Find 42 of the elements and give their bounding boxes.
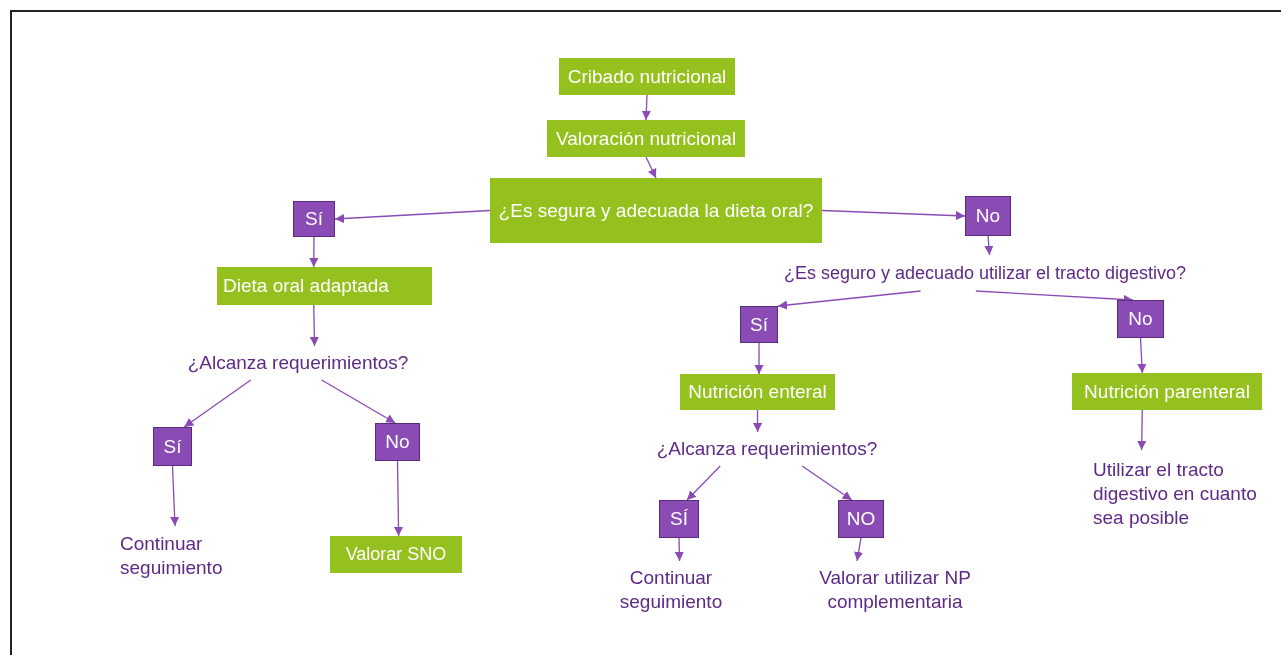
process-box: ¿Es segura y adecuada la dieta oral? — [490, 178, 822, 243]
answer-box: No — [965, 196, 1011, 236]
process-box: Nutrición parenteral — [1072, 373, 1262, 410]
arrow — [393, 460, 404, 537]
arrow — [645, 156, 657, 179]
process-box: Cribado nutricional — [559, 58, 735, 95]
arrow — [309, 236, 319, 268]
arrow — [1137, 409, 1147, 451]
arrow — [320, 379, 396, 424]
arrow — [984, 235, 994, 256]
question-text: Utilizar el tracto digestivo en cuanto sea posible — [1093, 450, 1273, 538]
arrow — [674, 537, 684, 562]
process-box: Nutrición enteral — [680, 374, 835, 410]
arrow — [754, 342, 764, 375]
arrow — [183, 379, 252, 428]
arrow — [854, 537, 864, 562]
arrow — [641, 94, 651, 121]
question-text: Continuar seguimiento — [120, 526, 230, 586]
arrow — [309, 304, 319, 347]
answer-box: SÍ — [659, 500, 699, 538]
arrow — [777, 290, 922, 310]
answer-box: No — [1117, 300, 1164, 338]
answer-box: No — [375, 423, 420, 461]
answer-box: Sí — [293, 201, 335, 237]
question-text: Continuar seguimiento — [610, 561, 732, 619]
process-box: Valorar SNO — [330, 536, 462, 573]
arrow — [821, 209, 966, 221]
arrow — [801, 465, 853, 501]
arrow — [334, 209, 491, 224]
answer-box: Sí — [153, 427, 192, 466]
arrow — [753, 409, 763, 433]
answer-box: NO — [838, 500, 884, 538]
arrow — [686, 465, 721, 501]
question-text: ¿Es seguro y adecuado utilizar el tracto digestivo? — [755, 255, 1215, 291]
process-box: Dieta oral adaptada — [217, 267, 432, 305]
question-text: ¿Alcanza requerimientos? — [650, 432, 884, 466]
arrow — [170, 465, 180, 527]
process-box: Valoración nutricional — [547, 120, 745, 157]
question-text: Valorar utilizar NP complementaria — [800, 561, 990, 619]
arrow — [1137, 337, 1147, 374]
answer-box: Sí — [740, 306, 778, 343]
question-text: ¿Alcanza requerimientos? — [180, 346, 416, 380]
